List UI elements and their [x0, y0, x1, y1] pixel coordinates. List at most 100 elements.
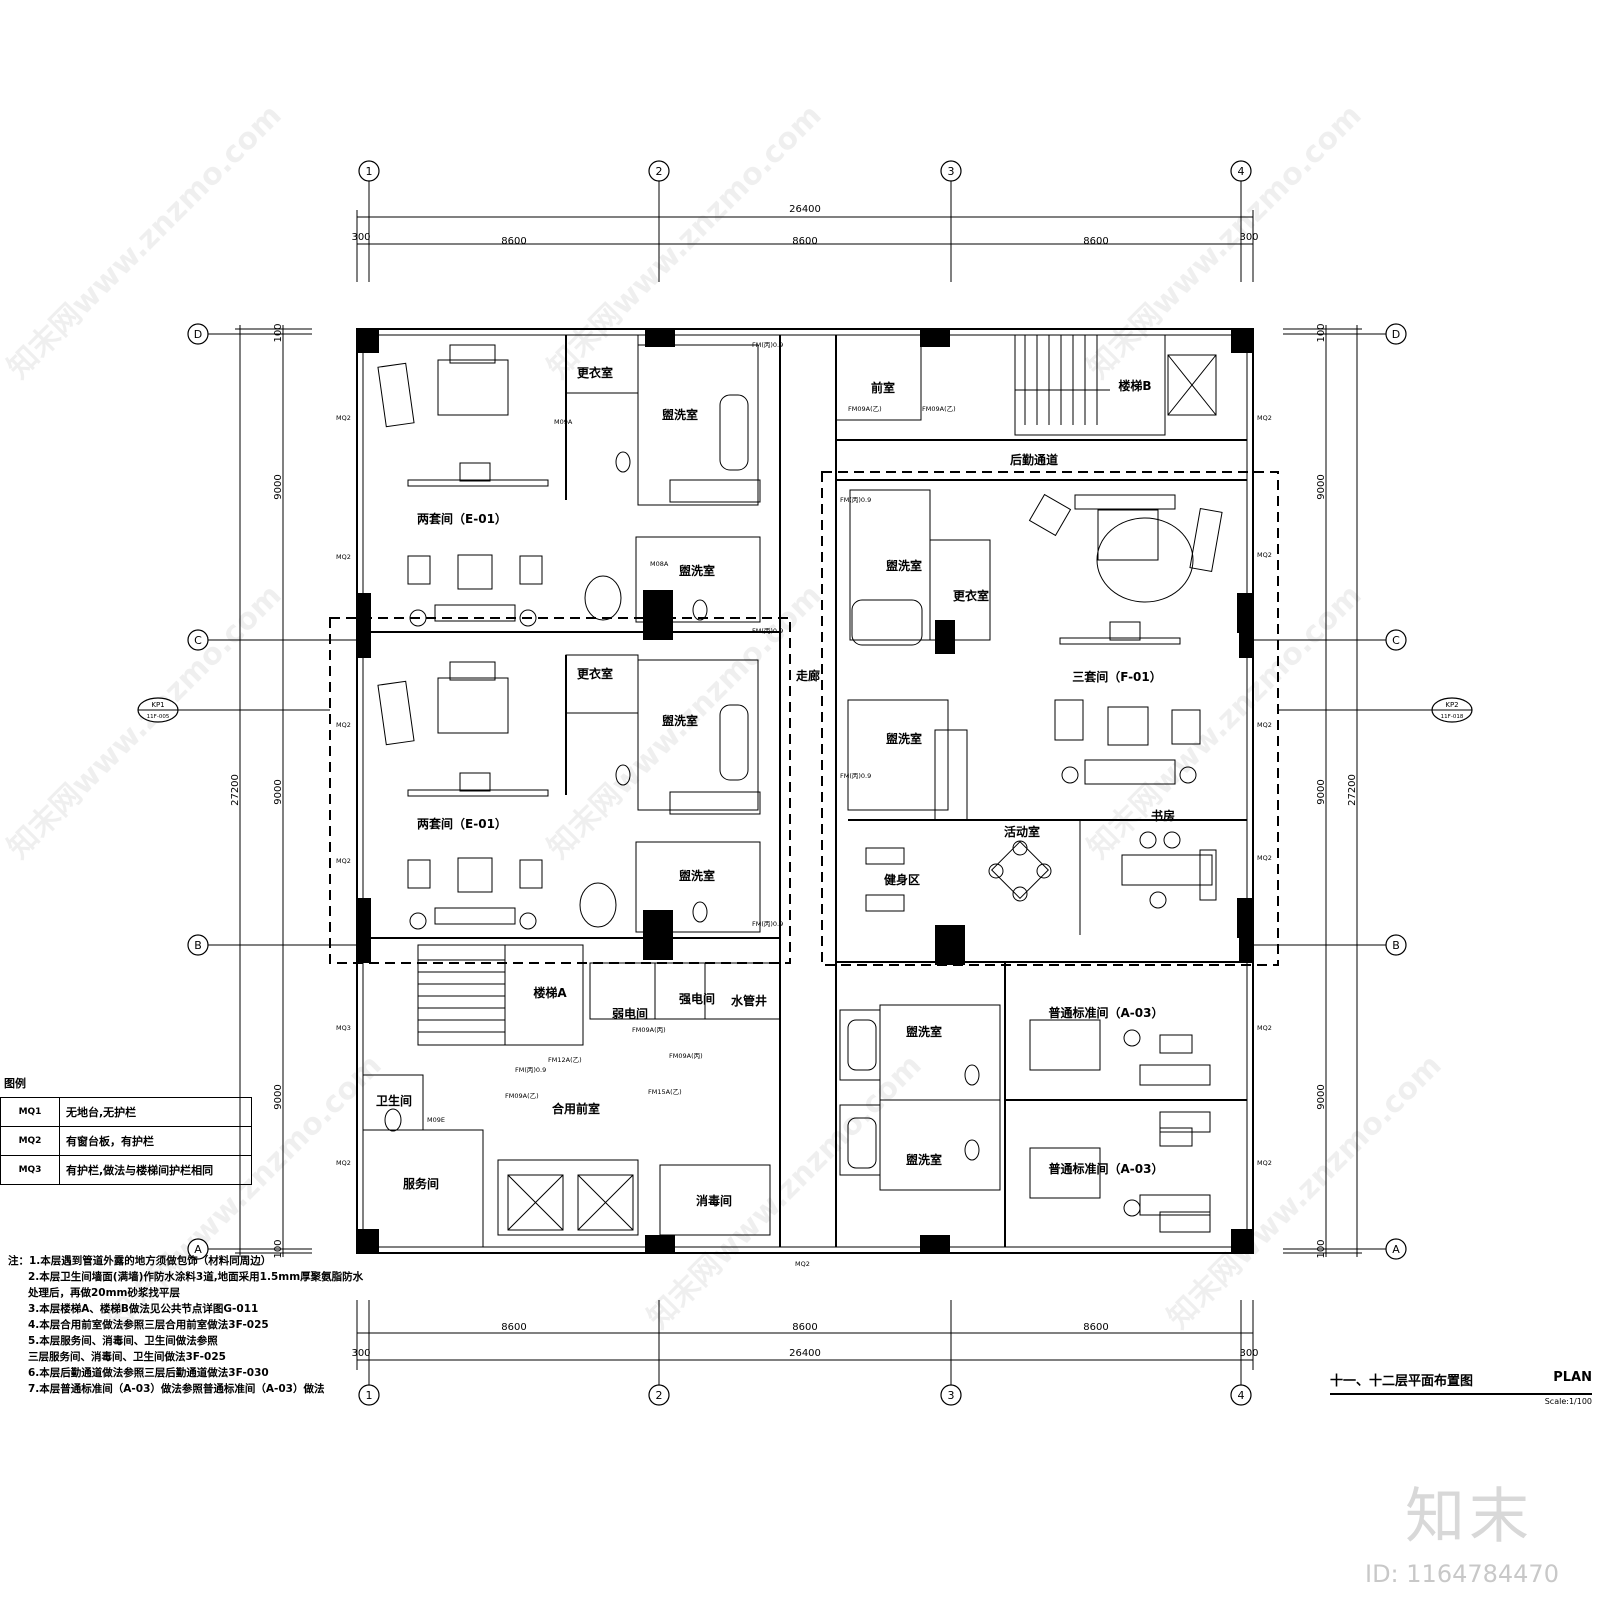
dim-edge: 300: [1239, 1348, 1258, 1359]
bathtub: [719, 704, 749, 781]
window-tag: MQ2: [336, 721, 351, 729]
dim-total-vertical: 27200: [1347, 774, 1358, 806]
watermark-text: 知末网www.znzmo.com: [1161, 1048, 1449, 1336]
kp2-callout: KP2 11F-018: [1278, 697, 1473, 723]
window-tag: MQ2: [336, 1159, 351, 1167]
table: [457, 554, 493, 590]
kp1-ref: 11F-005: [147, 714, 170, 720]
right-dimensions: D C B A 9000 9000 9000 27200 100 100: [1253, 323, 1407, 1260]
room-dressing: 更衣室: [577, 666, 613, 681]
room-bath: 盥洗室: [886, 558, 922, 573]
note-line: 5.本层服务间、消毒间、卫生间做法参照: [28, 1335, 218, 1347]
door-tag: FM(丙)0.9: [752, 920, 783, 928]
dim-edge: 100: [1316, 1239, 1327, 1258]
watermark-text: 知末网www.znzmo.com: [1081, 578, 1369, 866]
kp1-area: [329, 617, 791, 964]
dim-span: 8600: [501, 1322, 526, 1333]
window-tag: MQ2: [1257, 1024, 1272, 1032]
legend-desc: 无地台,无护栏: [59, 1097, 252, 1127]
bathtub: [851, 599, 923, 646]
legend-code: MQ1: [0, 1097, 60, 1127]
dim-edge: 100: [273, 323, 284, 342]
room-service: 服务间: [403, 1176, 439, 1191]
grid-label: B: [194, 939, 202, 952]
top-dimensions: 26400 300 300 8600 8600 8600: [351, 204, 1259, 282]
room-suite-e01: 两套间（E-01）: [417, 511, 507, 526]
room-corridor: 走廊: [796, 668, 820, 683]
grid-label: 2: [656, 1389, 663, 1402]
legend-desc: 有护栏,做法与楼梯间护栏相同: [59, 1155, 252, 1185]
grid-label: C: [194, 634, 202, 647]
notes: 注：1.本层遇到管道外露的地方须做包饰（材料同周边） 2.本层卫生间墙面(满墙)…: [8, 1253, 428, 1397]
door-tag: FM12A(乙): [548, 1056, 582, 1064]
kp1-callout: KP1 11F-005: [137, 697, 330, 723]
dim-span: 9000: [1316, 1084, 1327, 1109]
room-shared-anteroom: 合用前室: [552, 1101, 600, 1116]
bathtub: [847, 1019, 877, 1071]
drawing-title: 十一、十二层平面布置图: [1330, 1374, 1474, 1389]
dim-edge: 100: [273, 1239, 284, 1258]
room-suite-f01: 三套间（F-01）: [1072, 669, 1162, 684]
legend-code: MQ2: [0, 1126, 60, 1156]
door-tag: FM09A(丙): [669, 1052, 703, 1060]
dim-span: 9000: [273, 474, 284, 499]
door-tag: FM09A(乙): [505, 1092, 539, 1100]
treadmill: [865, 847, 905, 865]
legend-table: MQ1 无地台,无护栏 MQ2 有窗台板，有护栏 MQ3 有护栏,做法与楼梯间护…: [0, 1097, 252, 1185]
bathtub: [847, 1117, 877, 1169]
bed: [1097, 509, 1159, 561]
watermark-text: 知末网www.znzmo.com: [641, 1048, 929, 1336]
dim-edge: 300: [351, 1348, 370, 1359]
room-water-shaft: 水管井: [731, 993, 767, 1008]
grid-label: D: [194, 328, 202, 341]
door-tag: FM(丙)0.9: [515, 1066, 546, 1074]
room-bath: 盥洗室: [662, 713, 698, 728]
room-standard-a03: 普通标准间（A-03）: [1049, 1161, 1164, 1176]
dim-span: 8600: [792, 1322, 817, 1333]
bed: [437, 359, 509, 416]
grid-label: 1: [366, 1389, 373, 1402]
door-tag: FM(丙)0.9: [840, 772, 871, 780]
legend-code: MQ3: [0, 1155, 60, 1185]
bed: [437, 677, 509, 734]
room-weak-elec: 弱电间: [612, 1006, 648, 1021]
door-tag: FM09A(乙): [848, 405, 882, 413]
sofa: [377, 680, 415, 746]
room-bath: 盥洗室: [662, 407, 698, 422]
room-bath: 盥洗室: [679, 868, 715, 883]
window-tag: MQ3: [336, 1024, 351, 1032]
door-tag: FM(丙)0.9: [840, 496, 871, 504]
kp2-label: KP2: [1445, 701, 1458, 709]
partitions: [362, 334, 1247, 1248]
note-line: 三层服务间、消毒间、卫生间做法3F-025: [28, 1351, 226, 1363]
dim-edge: 300: [351, 232, 370, 243]
grid-label: A: [194, 1243, 202, 1256]
room-anteroom: 前室: [871, 380, 895, 395]
window-tag: MQ2: [336, 857, 351, 865]
room-dressing: 更衣室: [953, 588, 989, 603]
bed: [1029, 1019, 1101, 1071]
window-tag: MQ2: [336, 414, 351, 422]
note-line: 4.本层合用前室做法参照三层合用前室做法3F-025: [28, 1319, 269, 1331]
grid-bubble: [1230, 1384, 1252, 1406]
watermark-text: 知末网www.znzmo.com: [1, 98, 289, 386]
building-outline: [356, 328, 1254, 1254]
note-line: 2.本层卫生间墙面(满墙)作防水涂料3道,地面采用1.5mm厚聚氨脂防水: [28, 1271, 364, 1283]
grid-label: A: [1392, 1243, 1400, 1256]
kp2-area: [821, 471, 1279, 966]
room-bath: 盥洗室: [906, 1024, 942, 1039]
room-suite-e01: 两套间（E-01）: [417, 816, 507, 831]
grid-bubbles-top: 1 2 3 4: [358, 160, 1252, 282]
brand-logo: 知末: [1405, 1482, 1533, 1552]
door-tag: M09E: [427, 1116, 445, 1124]
window-tag: MQ2: [336, 553, 351, 561]
bed: [1029, 1147, 1101, 1199]
dim-total-vertical: 27200: [230, 774, 241, 806]
watermark-text: 知末网www.znzmo.com: [1, 578, 289, 866]
note-line: 注：1.本层遇到管道外露的地方须做包饰（材料同周边）: [8, 1255, 272, 1267]
room-stair-a: 楼梯A: [533, 985, 567, 1000]
dim-span: 8600: [501, 236, 526, 247]
legend: 图例 MQ1 无地台,无护栏 MQ2 有窗台板，有护栏 MQ3 有护栏,做法与楼…: [0, 1075, 252, 1185]
grid-label: D: [1392, 328, 1400, 341]
grid-label: 1: [366, 165, 373, 178]
